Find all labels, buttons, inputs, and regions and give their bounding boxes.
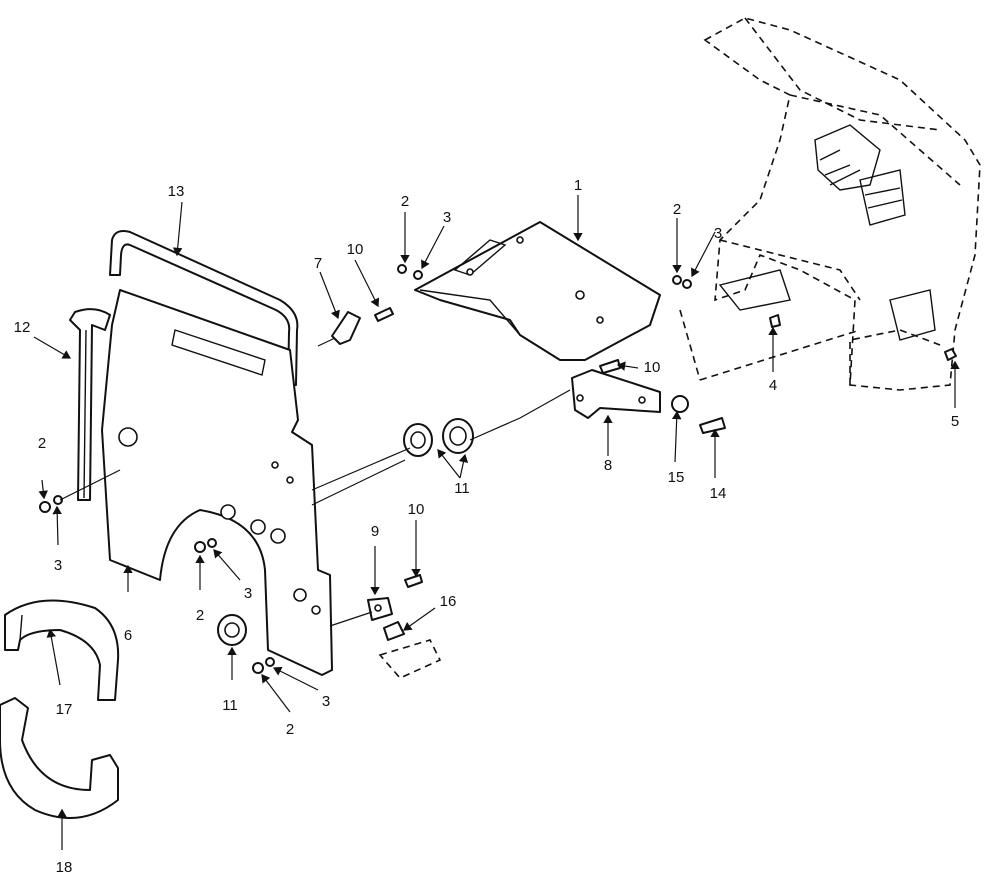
callout-18: 18 — [56, 859, 73, 875]
callout-11: 11 — [454, 480, 470, 497]
callout-3c: 3 — [54, 557, 62, 574]
upper-pad — [4, 599, 120, 701]
release-handle — [331, 311, 361, 345]
callout-12: 12 — [14, 319, 31, 336]
callout-2e: 2 — [286, 721, 294, 738]
mounting-bracket — [571, 369, 661, 419]
machine-frame-outline — [679, 17, 981, 391]
callout-3b: 3 — [714, 225, 722, 242]
callout-3e: 3 — [322, 693, 330, 710]
callout-3d: 3 — [244, 585, 252, 602]
callout-9: 9 — [371, 523, 379, 540]
callout-10: 10 — [347, 241, 364, 258]
side-rail — [69, 308, 111, 501]
callout-5: 5 — [951, 413, 959, 430]
side-panel — [101, 289, 333, 676]
callout-10b: 10 — [644, 359, 661, 376]
callout-17: 17 — [56, 701, 73, 718]
callout-3: 3 — [443, 209, 451, 226]
callout-13: 13 — [168, 183, 185, 200]
callout-2d: 2 — [196, 607, 204, 624]
callout-2: 2 — [401, 193, 409, 210]
callout-10c: 10 — [408, 501, 425, 518]
callout-2c: 2 — [38, 435, 46, 452]
callout-4: 4 — [769, 377, 777, 394]
callout-16: 16 — [440, 593, 457, 610]
seat-plate — [414, 221, 661, 361]
callout-labels: 1 2 3 4 5 6 7 8 9 10 11 12 13 14 15 16 1… — [14, 177, 960, 875]
latch-block — [378, 621, 442, 679]
latch-clip — [367, 597, 393, 621]
callout-1: 1 — [574, 177, 582, 194]
callout-6: 6 — [124, 627, 132, 644]
callout-8: 8 — [604, 457, 612, 474]
assembly-lines — [59, 337, 571, 627]
callout-15: 15 — [668, 469, 685, 486]
callout-7: 7 — [314, 255, 322, 272]
callout-leaders — [33, 195, 960, 850]
callout-2b: 2 — [673, 201, 681, 218]
callout-11b: 11 — [222, 697, 238, 714]
lower-pad — [0, 697, 119, 819]
callout-14: 14 — [710, 485, 727, 502]
bushings — [217, 418, 474, 646]
